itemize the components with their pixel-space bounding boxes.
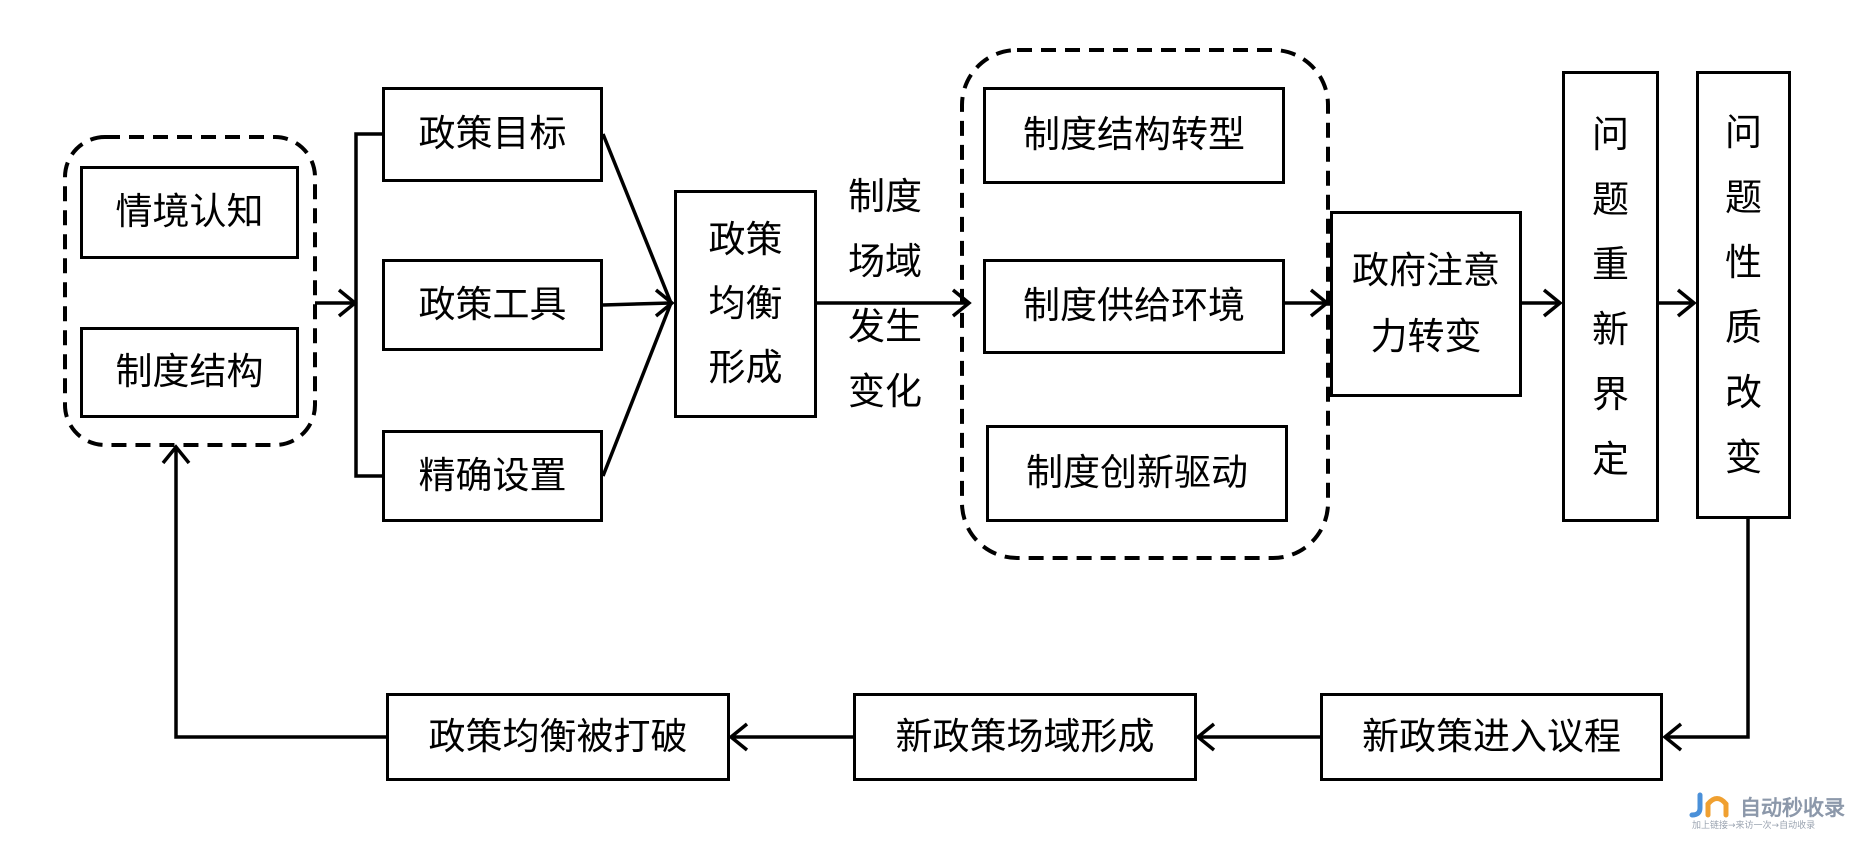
logo-slogan: 加上链接→来访一次→自动收录: [1692, 821, 1816, 831]
arrow-attention-to-redefinition: [1522, 288, 1563, 318]
arrow-redefinition-to-nature: [1659, 288, 1697, 318]
node-institutional-structure: 制度结构: [80, 327, 299, 418]
node-label: 政策均衡被打破: [428, 714, 688, 758]
node-label: 制度创新驱动: [1026, 451, 1248, 495]
node-policy-tool: 政策工具: [382, 259, 603, 351]
logo-text: 自动秒收录: [1740, 796, 1845, 820]
arrow-broken-to-context: [161, 444, 386, 739]
node-label: 制度结构: [115, 350, 264, 394]
logo-icon: [1689, 792, 1729, 818]
watermark-logo: 自动秒收录 加上链接→来访一次→自动收录: [1686, 790, 1851, 831]
node-label: 精确设置: [418, 453, 567, 497]
arrow-nature-to-agenda: [1662, 519, 1750, 752]
node-label: 制度供给环境: [1023, 284, 1245, 328]
node-label: 情境认知: [115, 190, 264, 234]
node-label: 政府注意力转变: [1352, 249, 1500, 358]
node-supply-environment: 制度供给环境: [983, 259, 1285, 354]
node-structure-transformation: 制度结构转型: [983, 87, 1285, 184]
node-new-policy-agenda: 新政策进入议程: [1320, 693, 1663, 781]
node-label: 问题重新界定: [1592, 112, 1629, 481]
context-group-outline: [63, 135, 317, 447]
node-situational-cognition: 情境认知: [80, 166, 299, 259]
node-policy-goal: 政策目标: [382, 87, 603, 182]
node-label: 政策均衡形成: [708, 218, 783, 389]
node-policy-equilibrium: 政策均衡形成: [674, 190, 817, 418]
field-change-label: 制度场域发生变化: [848, 175, 922, 413]
arrow-context-to-components: [315, 288, 358, 318]
node-label: 制度结构转型: [1023, 113, 1245, 157]
node-label: 问题性质改变: [1725, 111, 1762, 479]
node-precise-setting: 精确设置: [382, 430, 603, 522]
arrow-field-to-broken: [728, 722, 853, 752]
node-new-policy-field: 新政策场域形成: [853, 693, 1197, 781]
arrow-agenda-to-field: [1195, 722, 1320, 752]
arrow-equilibrium-to-institutional: [817, 288, 972, 318]
node-equilibrium-broken: 政策均衡被打破: [386, 693, 730, 781]
node-attention-shift: 政府注意力转变: [1330, 211, 1522, 397]
node-label: 政策工具: [418, 282, 567, 326]
arrow-institutional-to-attention: [1285, 288, 1330, 318]
node-label: 政策目标: [418, 112, 567, 156]
arrow-components-to-equilibrium: [601, 133, 675, 477]
node-label: 新政策进入议程: [1362, 714, 1621, 758]
node-problem-nature-change: 问题性质改变: [1696, 71, 1791, 519]
bracket-policy-components: [354, 132, 382, 478]
node-innovation-driven: 制度创新驱动: [986, 425, 1288, 522]
node-problem-redefinition: 问题重新界定: [1562, 71, 1659, 522]
node-label: 新政策场域形成: [895, 714, 1155, 758]
